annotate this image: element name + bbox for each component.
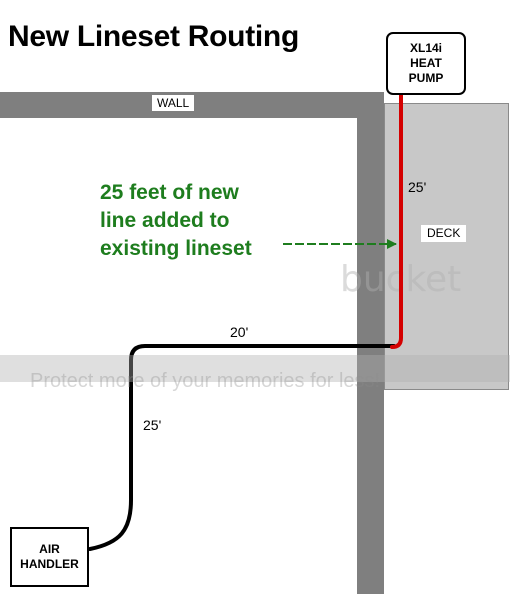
dimension-existing-line: 25' (143, 417, 162, 433)
wall-label: WALL (152, 95, 195, 111)
annotation-line: 25 feet of new (100, 181, 239, 204)
wall-right (357, 92, 384, 594)
existing-lineset (88, 344, 396, 551)
dimension-new-line: 25' (408, 179, 427, 195)
new-lineset (390, 90, 403, 349)
heat-pump-label-line: HEAT (410, 56, 442, 70)
deck-area (384, 103, 509, 390)
air-handler-box: AIR HANDLER (10, 527, 89, 587)
page-title: New Lineset Routing (8, 20, 299, 53)
dimension-horizontal: 20' (230, 324, 249, 340)
heat-pump-label-line: XL14i (409, 41, 442, 55)
annotation-text: 25 feet of new line added to existing li… (100, 179, 252, 263)
heat-pump-box: XL14i HEAT PUMP (386, 32, 466, 95)
air-handler-label-line: HANDLER (20, 557, 79, 571)
watermark-tagline: Protect more of your memories for less! (30, 370, 381, 392)
deck-label: DECK (421, 225, 467, 242)
annotation-line: existing lineset (100, 237, 252, 260)
heat-pump-label-line: PUMP (408, 71, 444, 85)
air-handler-label-line: AIR (39, 542, 60, 556)
annotation-line: line added to (100, 209, 230, 232)
watermark-band (0, 355, 510, 382)
